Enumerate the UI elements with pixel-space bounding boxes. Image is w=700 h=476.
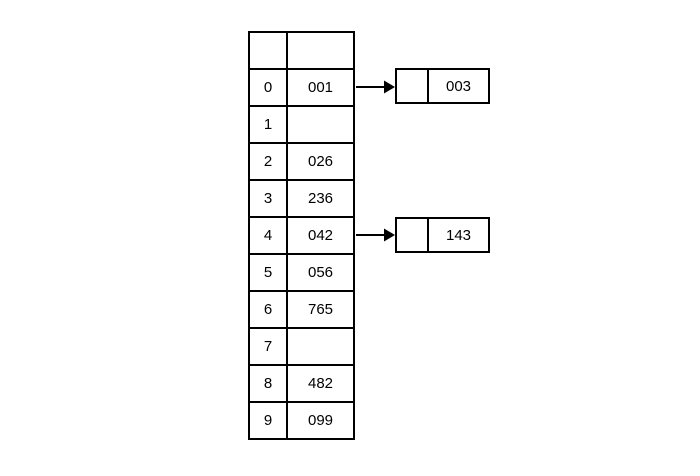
index-cell: 2 xyxy=(250,144,288,179)
index-cell: 6 xyxy=(250,292,288,327)
hash-table: 0 001 1 2 026 3 236 4 042 5 056 6 765 7 xyxy=(248,31,355,440)
value-cell: 056 xyxy=(288,255,353,290)
index-cell: 3 xyxy=(250,181,288,216)
header-index-cell xyxy=(250,33,288,68)
table-row-5: 5 056 xyxy=(250,253,353,290)
index-cell: 1 xyxy=(250,107,288,142)
table-row-1: 1 xyxy=(250,105,353,142)
node-pointer-cell xyxy=(397,219,429,251)
header-value-cell xyxy=(288,33,353,68)
arrow-icon xyxy=(356,80,395,94)
table-row-7: 7 xyxy=(250,327,353,364)
value-cell xyxy=(288,329,353,364)
value-cell: 099 xyxy=(288,403,353,438)
node-value-cell: 143 xyxy=(429,219,488,251)
value-cell: 026 xyxy=(288,144,353,179)
index-cell: 0 xyxy=(250,70,288,105)
table-row-9: 9 099 xyxy=(250,401,353,438)
index-cell: 4 xyxy=(250,218,288,253)
value-cell xyxy=(288,107,353,142)
value-cell: 042 xyxy=(288,218,353,253)
node-pointer-cell xyxy=(397,70,429,102)
table-row-2: 2 026 xyxy=(250,142,353,179)
table-row-3: 3 236 xyxy=(250,179,353,216)
linked-node: 003 xyxy=(395,68,490,104)
index-cell: 7 xyxy=(250,329,288,364)
value-cell: 482 xyxy=(288,366,353,401)
table-header-row xyxy=(250,33,353,68)
value-cell: 765 xyxy=(288,292,353,327)
value-cell: 236 xyxy=(288,181,353,216)
table-row-8: 8 482 xyxy=(250,364,353,401)
linked-node: 143 xyxy=(395,217,490,253)
table-row-4: 4 042 xyxy=(250,216,353,253)
value-cell: 001 xyxy=(288,70,353,105)
index-cell: 9 xyxy=(250,403,288,438)
table-row-6: 6 765 xyxy=(250,290,353,327)
node-value-cell: 003 xyxy=(429,70,488,102)
index-cell: 5 xyxy=(250,255,288,290)
arrow-icon xyxy=(356,228,395,242)
index-cell: 8 xyxy=(250,366,288,401)
table-row-0: 0 001 xyxy=(250,68,353,105)
